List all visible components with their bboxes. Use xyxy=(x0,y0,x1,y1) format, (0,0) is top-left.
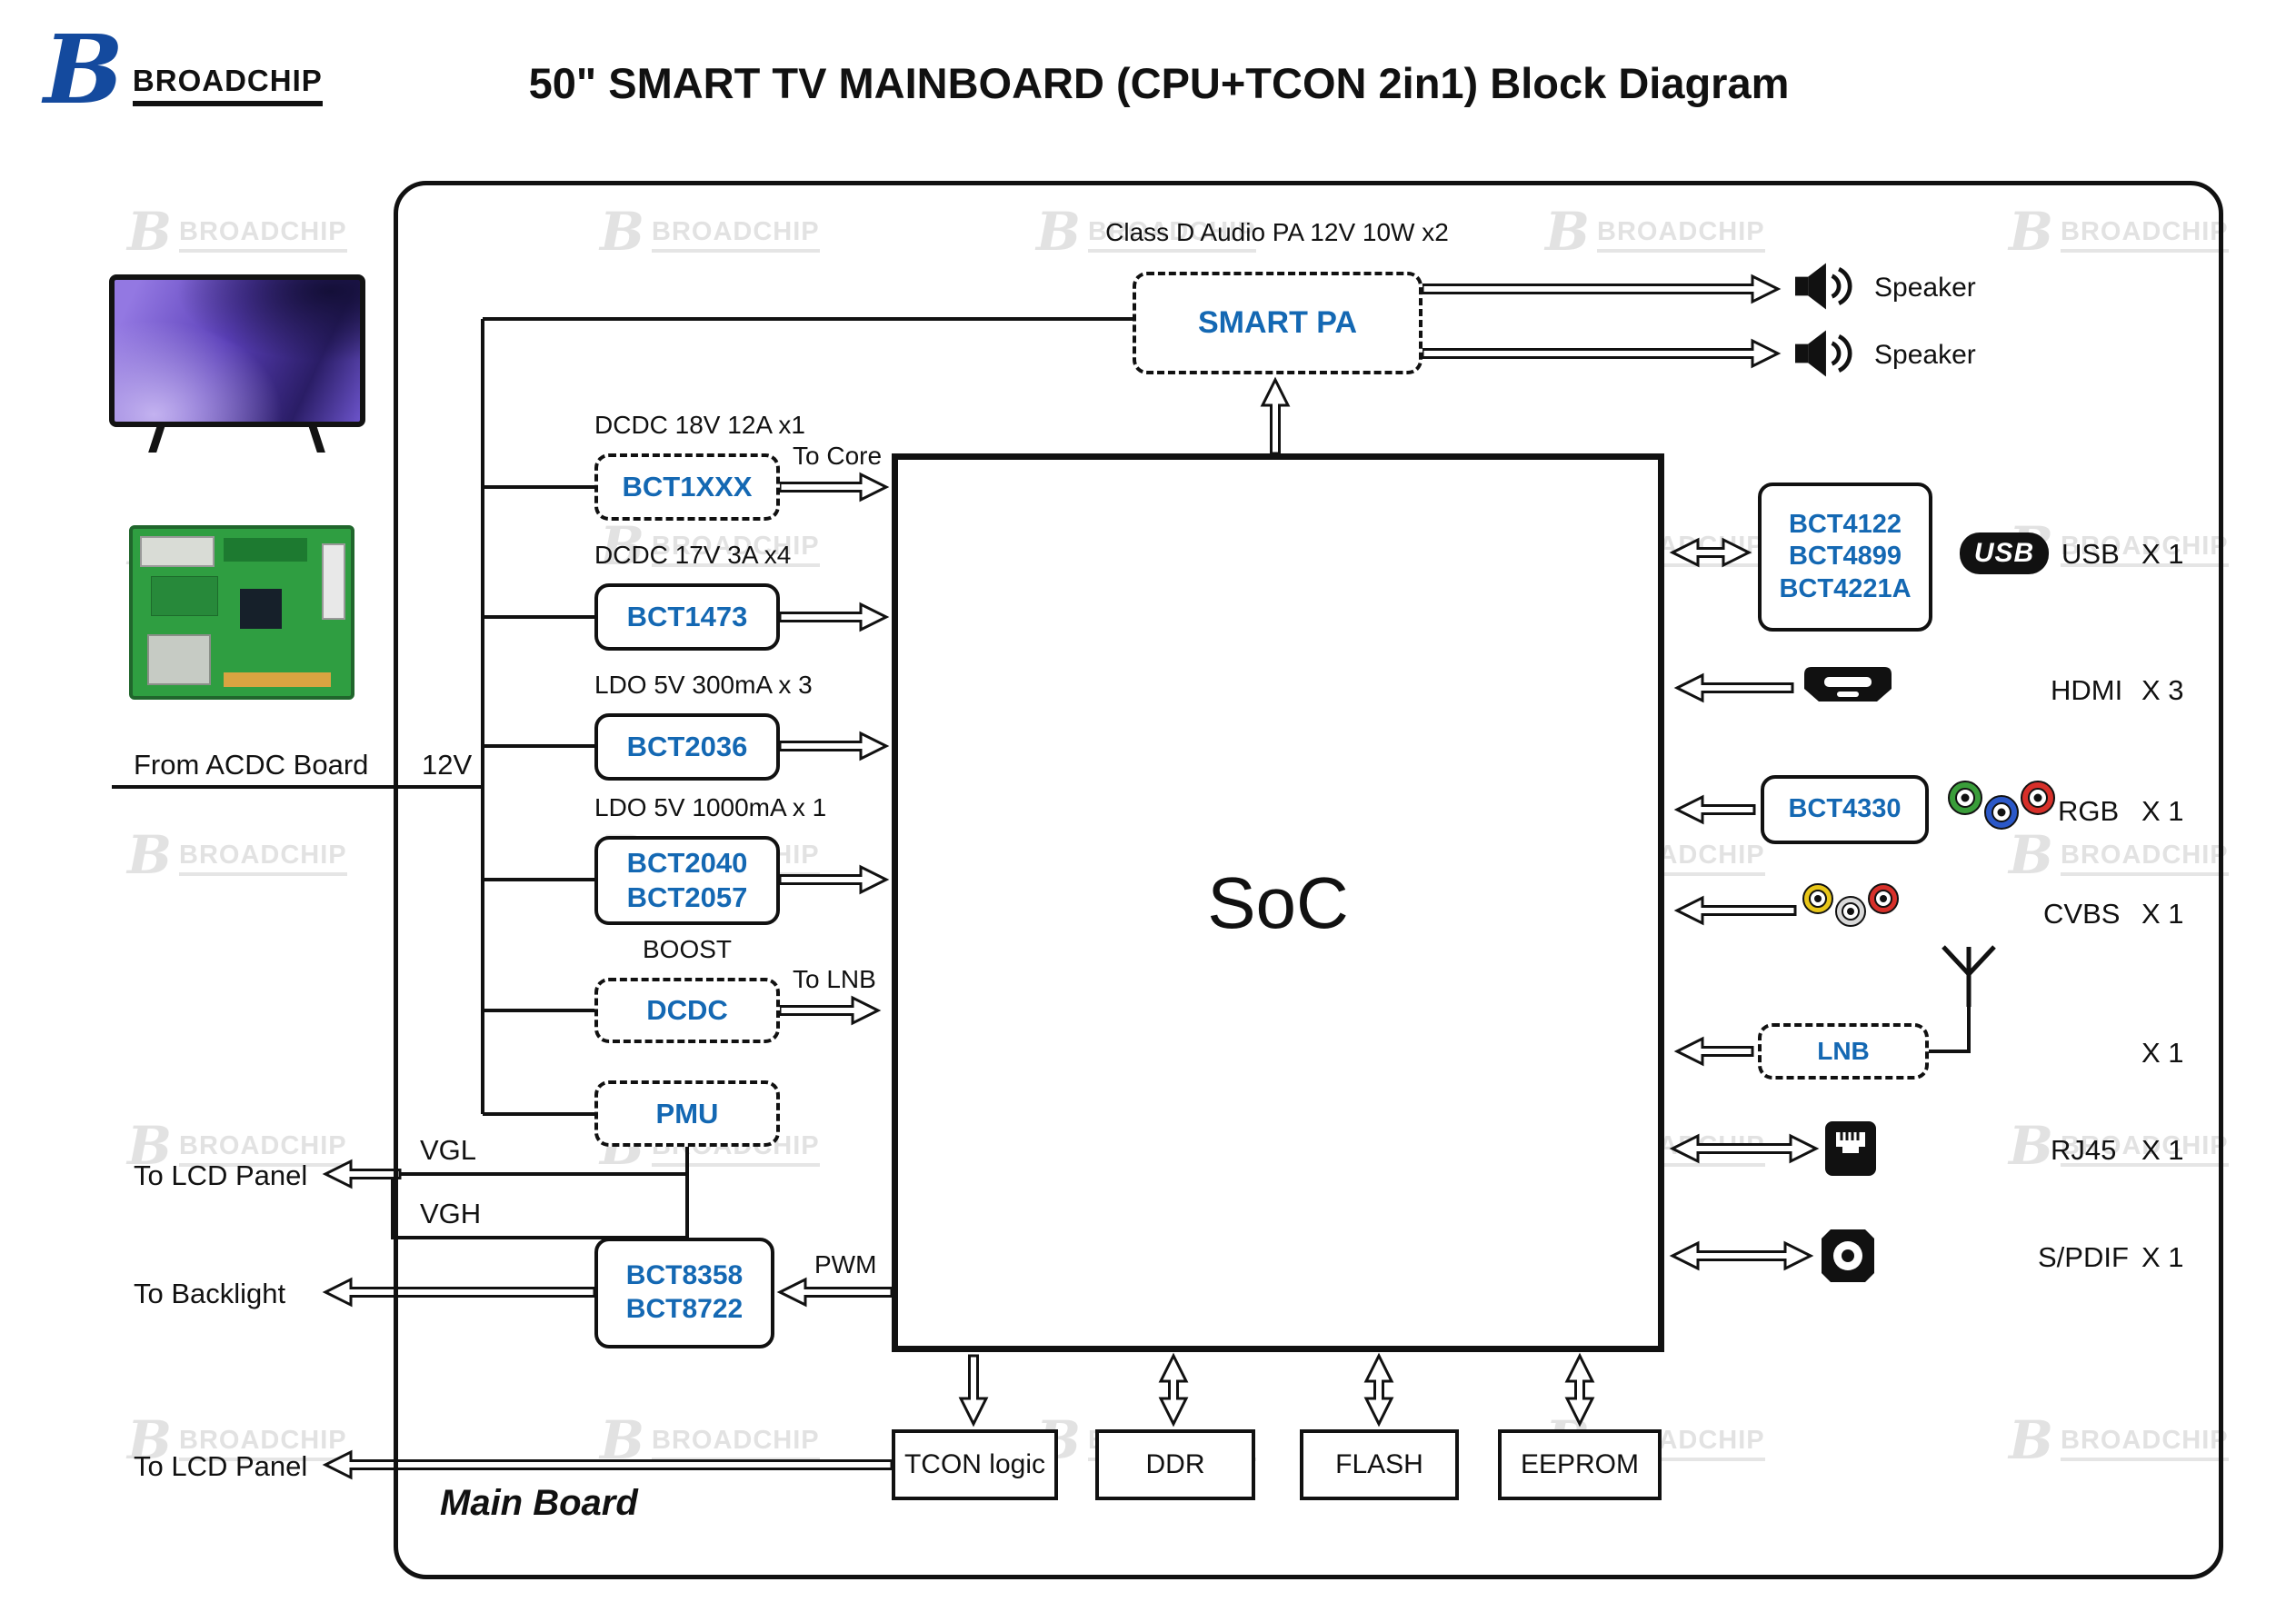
rgb-port-label: RGB xyxy=(2058,795,2120,827)
logo-text: BROADCHIP xyxy=(132,64,323,107)
tcon-logic-box: TCON logic xyxy=(892,1429,1058,1500)
usb-badge-text: USB xyxy=(1973,538,2035,568)
chip-label: BCT1XXX xyxy=(622,471,753,503)
bct2040-bct2057-chip: BCT2040 BCT2057 xyxy=(594,836,780,925)
page-title: 50" SMART TV MAINBOARD (CPU+TCON 2in1) B… xyxy=(528,59,1790,107)
chip-label: PMU xyxy=(655,1097,719,1129)
dcdc-boost-chip: DCDC xyxy=(594,978,780,1043)
spdif-port-count: X 1 xyxy=(2141,1241,2184,1273)
rj45-port-count: X 1 xyxy=(2141,1134,2184,1166)
ddr-label: DDR xyxy=(1145,1449,1205,1479)
rgb-connector-icon xyxy=(1948,781,2055,830)
chip-caption: LDO 5V 300mA x 3 xyxy=(594,671,813,699)
pcb-component xyxy=(151,576,218,616)
pcb-component xyxy=(224,672,331,687)
to-lcd-panel-label: To LCD Panel xyxy=(134,1159,308,1191)
vgh-label: VGH xyxy=(420,1198,482,1229)
bct2036-chip: BCT2036 xyxy=(594,713,780,781)
eeprom-label: EEPROM xyxy=(1520,1449,1640,1479)
chip-label: BCT2040 xyxy=(626,847,748,880)
pcb-component xyxy=(224,538,307,562)
chip-caption: LDO 5V 1000mA x 1 xyxy=(594,793,827,821)
speaker-label: Speaker xyxy=(1874,273,1976,303)
rj45-connector-icon xyxy=(1825,1121,1876,1176)
usb-port-label: USB xyxy=(2061,538,2120,570)
hdmi-port-count: X 3 xyxy=(2141,674,2184,706)
chip-label: BCT4122 xyxy=(1788,509,1902,539)
usb-interface-chip: BCT4122 BCT4899 BCT4221A xyxy=(1758,483,1932,632)
bct1473-chip: BCT1473 xyxy=(594,583,780,651)
pcb-image xyxy=(129,525,354,700)
speaker-icon xyxy=(1795,263,1852,310)
chip-label: BCT1473 xyxy=(626,601,748,633)
to-backlight-label: To Backlight xyxy=(134,1278,286,1309)
chip-label: LNB xyxy=(1817,1036,1870,1065)
bct1xxx-chip: BCT1XXX xyxy=(594,453,780,521)
chip-label: BCT8358 xyxy=(625,1260,744,1291)
rgb-port-count: X 1 xyxy=(2141,795,2184,827)
tv-image xyxy=(109,274,365,427)
pcb-component xyxy=(147,634,211,685)
chip-label: BCT4899 xyxy=(1788,542,1902,572)
bct8358-bct8722-chip: BCT8358 BCT8722 xyxy=(594,1238,774,1348)
chip-caption: DCDC 17V 3A x4 xyxy=(594,541,792,569)
chip-label: BCT4221A xyxy=(1779,573,1912,603)
spdif-port-label: S/PDIF xyxy=(2038,1241,2129,1273)
to-lcd-panel-bottom-label: To LCD Panel xyxy=(134,1450,308,1482)
antenna-icon xyxy=(1942,945,1996,1007)
audio-pa-caption: Class D Audio PA 12V 10W x2 xyxy=(1105,218,1449,246)
chip-label: DCDC xyxy=(646,994,728,1027)
bct4330-chip: BCT4330 xyxy=(1761,775,1929,844)
soc-label: SoC xyxy=(1207,861,1349,943)
spdif-connector-icon xyxy=(1822,1229,1874,1282)
hdmi-port-label: HDMI xyxy=(2051,674,2123,706)
usb-port-count: X 1 xyxy=(2141,538,2184,570)
to-lnb-note: To LNB xyxy=(793,965,876,993)
main-board-outline xyxy=(394,181,2223,1579)
rj45-port-label: RJ45 xyxy=(2051,1134,2117,1166)
vgl-label: VGL xyxy=(420,1134,477,1166)
cvbs-port-count: X 1 xyxy=(2141,898,2184,930)
acdc-source-label: From ACDC Board xyxy=(134,749,369,781)
ddr-box: DDR xyxy=(1095,1429,1255,1500)
speaker-label: Speaker xyxy=(1874,340,1976,370)
main-board-label: Main Board xyxy=(440,1483,638,1523)
chip-caption: BOOST xyxy=(642,935,732,963)
cvbs-port-label: CVBS xyxy=(2043,898,2121,930)
pcb-component xyxy=(322,543,345,620)
voltage-label: 12V xyxy=(422,749,473,781)
pmu-chip: PMU xyxy=(594,1080,780,1147)
pcb-component xyxy=(140,536,215,567)
chip-label: BCT4330 xyxy=(1788,794,1902,824)
logo-b-mark: B xyxy=(44,14,124,125)
pwm-label: PWM xyxy=(814,1250,877,1279)
usb-logo-icon: USB xyxy=(1960,532,2049,574)
cvbs-connector-icon xyxy=(1802,883,1899,927)
lnb-chip: LNB xyxy=(1758,1023,1929,1080)
broadchip-logo: B BROADCHIP xyxy=(44,14,323,125)
to-core-note: To Core xyxy=(793,442,883,470)
chip-caption: DCDC 18V 12A x1 xyxy=(594,411,805,439)
smart-pa-chip: SMART PA xyxy=(1133,272,1423,374)
soc-chip: SoC xyxy=(892,453,1664,1352)
flash-label: FLASH xyxy=(1335,1449,1423,1479)
flash-box: FLASH xyxy=(1300,1429,1459,1500)
chip-label: BCT2057 xyxy=(626,881,748,913)
pcb-component xyxy=(240,589,282,629)
hdmi-connector-icon xyxy=(1804,667,1892,702)
lnb-port-count: X 1 xyxy=(2141,1037,2184,1069)
speaker-icon xyxy=(1795,330,1852,377)
chip-label: BCT2036 xyxy=(626,731,748,763)
eeprom-box: EEPROM xyxy=(1498,1429,1662,1500)
chip-label: BCT8722 xyxy=(625,1294,744,1324)
tcon-logic-label: TCON logic xyxy=(903,1449,1046,1479)
smart-pa-label: SMART PA xyxy=(1197,304,1358,340)
